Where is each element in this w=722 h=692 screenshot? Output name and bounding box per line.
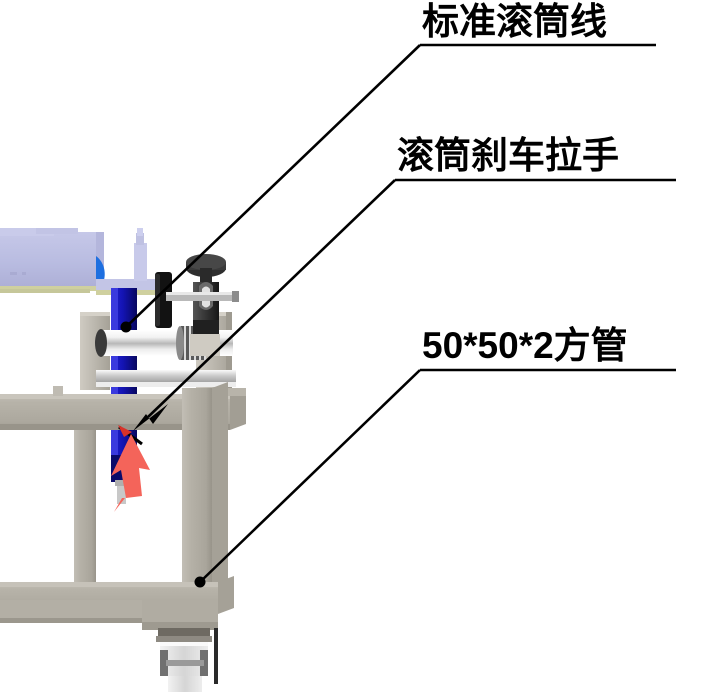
- callout-label-brake-handle: 滚筒刹车拉手: [397, 135, 619, 176]
- leader-dot-square-tube: [194, 576, 206, 588]
- brake-lever-assembly: [166, 254, 239, 356]
- red-pointer-arrow: [111, 425, 150, 512]
- bracket-bolts: [53, 386, 128, 504]
- leader-square-tube: [194, 368, 676, 588]
- callout-label-square-tube: 50*50*2方管: [422, 325, 628, 366]
- leader-roller-line: [120, 43, 656, 333]
- leader-arrowhead-brake-handle: [133, 404, 168, 431]
- square-tube-frame: [0, 382, 246, 630]
- callout-leaders: [118, 43, 676, 588]
- caster-wheel: [156, 628, 218, 692]
- lavender-machine-body: [0, 228, 166, 295]
- callout-label-roller-line: 标准滚筒线: [422, 1, 607, 42]
- leader-dot-roller-line: [120, 321, 132, 333]
